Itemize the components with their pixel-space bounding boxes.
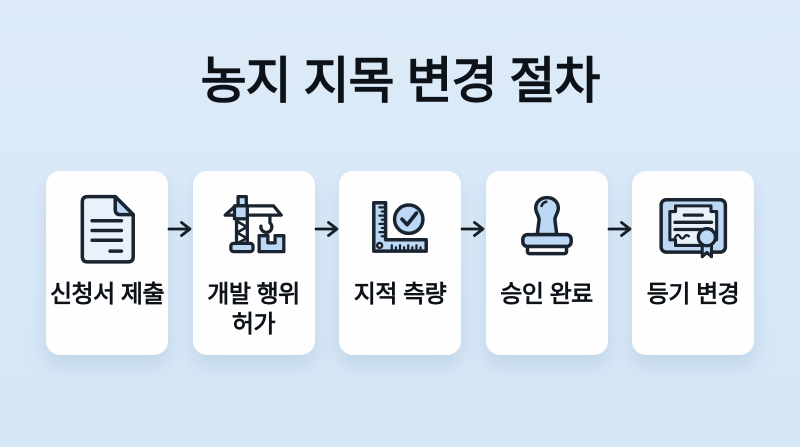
step-label: 신청서 제출 (49, 281, 165, 308)
arrow-right-icon (460, 171, 485, 355)
step-card-development-permit: 개발 행위 허가 (192, 171, 315, 355)
step-label: 등기 변경 (646, 281, 740, 308)
page-title: 농지 지목 변경 절차 (200, 53, 601, 109)
step-card-approval: 승인 완료 (485, 171, 608, 355)
crane-icon (223, 194, 285, 254)
arrow-right-icon (167, 171, 192, 355)
document-icon (80, 194, 135, 264)
step-label: 승인 완료 (500, 281, 593, 308)
step-label: 개발 행위 허가 (207, 281, 300, 338)
step-card-registration: 등기 변경 (632, 171, 754, 355)
arrow-right-icon (314, 171, 339, 355)
step-card-cadastral-survey: 지적 측량 (339, 171, 461, 355)
ruler-check-icon (372, 201, 428, 253)
step-card-application: 신청서 제출 (46, 171, 168, 355)
step-label: 지적 측량 (353, 281, 447, 308)
arrow-right-icon (607, 171, 632, 355)
certificate-icon (659, 197, 728, 259)
process-flow: 신청서 제출 개발 행위 허가 (46, 171, 754, 355)
stamp-icon (520, 195, 573, 256)
